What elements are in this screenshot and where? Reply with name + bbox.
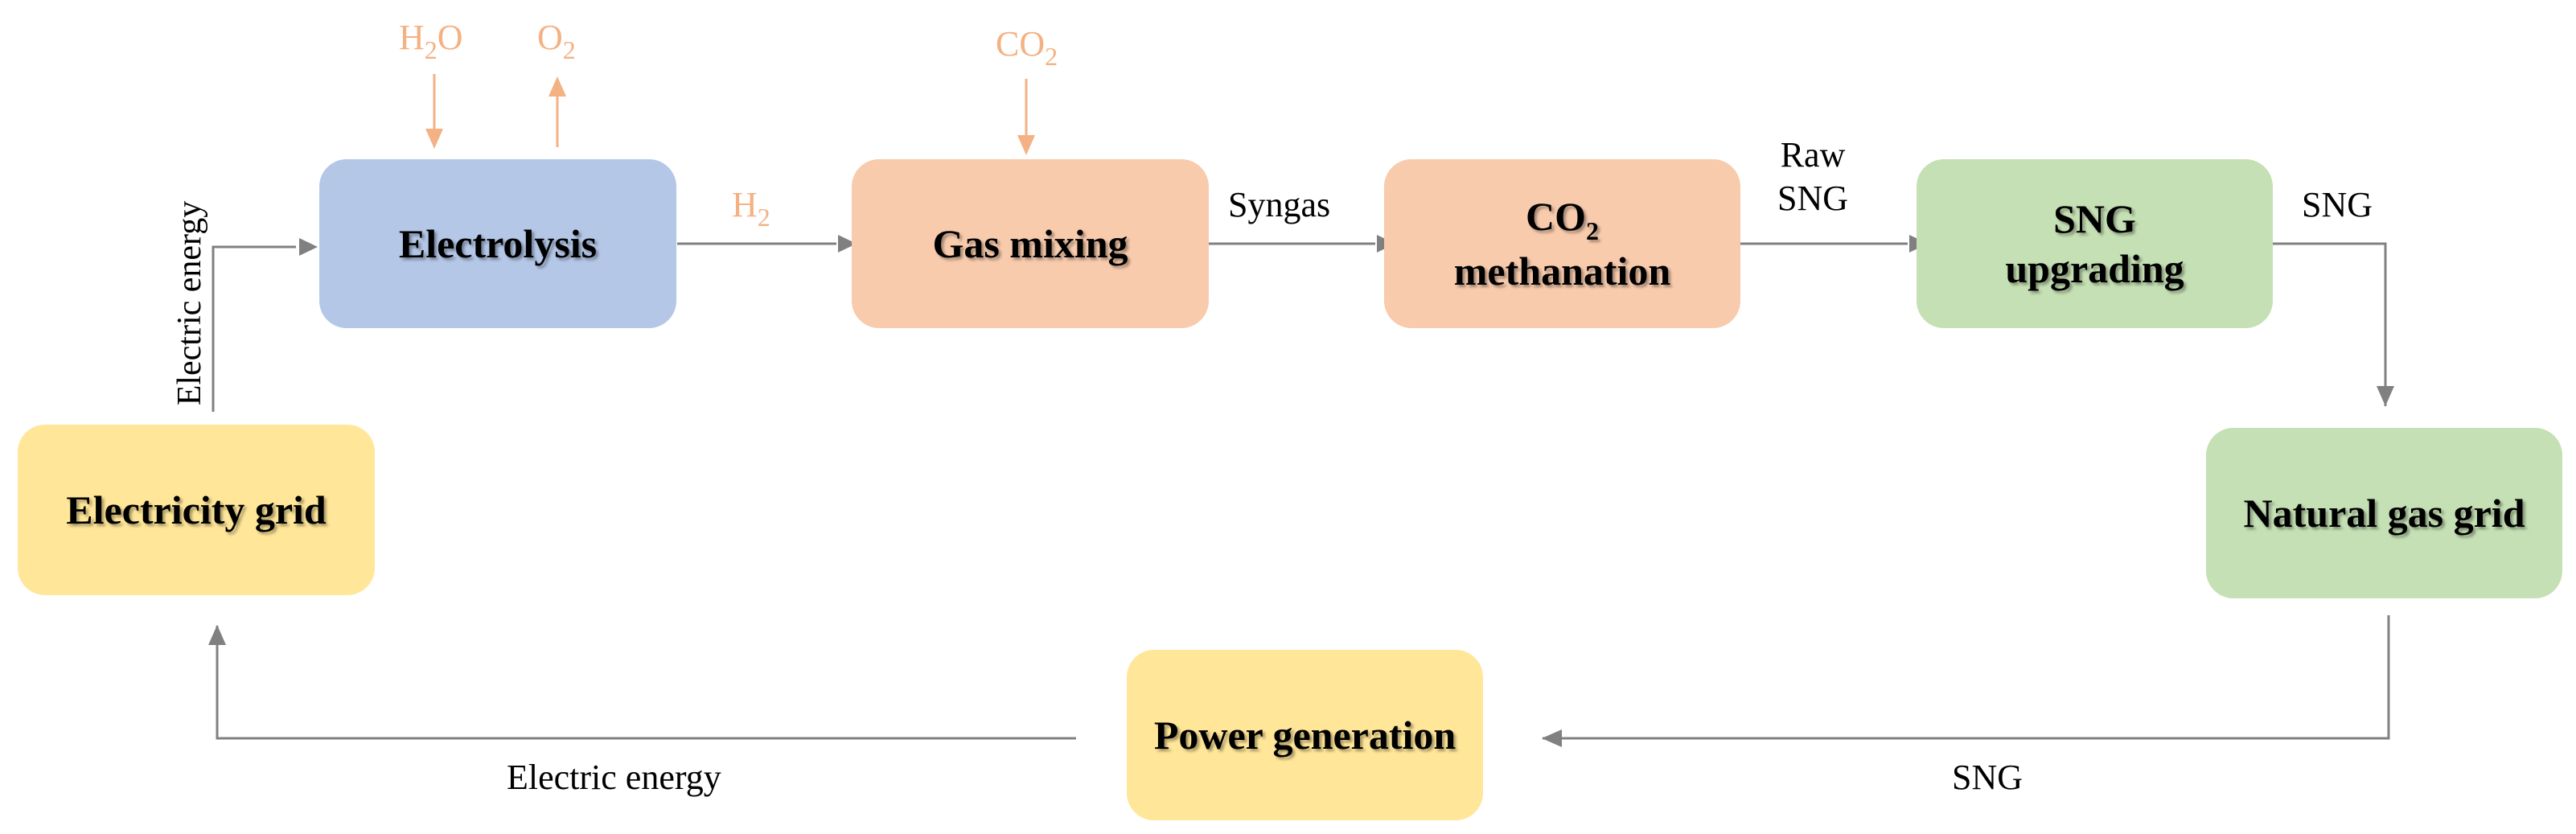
natural-gas-grid-box: Natural gas grid	[2206, 428, 2562, 598]
arrowhead-grid-in	[208, 625, 226, 645]
h2o-input-label: H2O	[399, 18, 463, 64]
arrow-natgasgrid-to-power	[1543, 615, 2390, 740]
arrow-grid-to-electrolysis	[212, 245, 296, 412]
syngas-flow-label: Syngas	[1228, 185, 1331, 224]
electric-energy-vertical-label: Electric energy	[171, 200, 208, 406]
arrowhead-co2	[1017, 135, 1035, 155]
arrow-upgrading-to-natgasgrid	[2273, 242, 2387, 406]
sng-upgrading-label-line1: SNG	[2053, 196, 2136, 241]
sng-upgrading-label-line2: upgrading	[2005, 246, 2184, 291]
raw-sng-flow-label: Raw SNG	[1777, 135, 1849, 218]
arrowhead-o2	[548, 76, 566, 97]
electrolysis-box: Electrolysis	[319, 159, 676, 328]
co2-methanation-label-line2: methanation	[1453, 249, 1671, 294]
co2-methanation-label-line1: CO2	[1526, 194, 1599, 245]
electric-energy-bottom-label: Electric energy	[507, 758, 721, 797]
gas-mixing-label: Gas mixing	[932, 221, 1128, 266]
co2-input-label: CO2	[996, 24, 1058, 71]
sng-upgrading-box: SNG upgrading	[1917, 159, 2273, 328]
electricity-grid-label: Electricity grid	[66, 487, 327, 532]
arrow-power-to-grid	[216, 626, 1076, 740]
electricity-grid-box: Electricity grid	[18, 425, 375, 595]
co2-methanation-box: CO2 methanation	[1384, 159, 1740, 328]
power-generation-box: Power generation	[1127, 650, 1483, 820]
arrowhead-natgasgrid-in	[2377, 386, 2394, 406]
sng-bottom-flow-label: SNG	[1952, 758, 2023, 797]
h2-flow-label: H2	[732, 185, 770, 232]
arrowhead-power-in	[1542, 729, 1562, 747]
electrolysis-label: Electrolysis	[398, 221, 598, 266]
o2-output-label: O2	[537, 18, 576, 64]
power-generation-label: Power generation	[1153, 713, 1456, 758]
natural-gas-grid-label: Natural gas grid	[2243, 491, 2525, 536]
arrowhead-gasmixing-in	[838, 235, 857, 253]
arrowhead-electrolysis-in	[299, 238, 318, 256]
gas-mixing-box: Gas mixing	[852, 159, 1209, 328]
arrowhead-h2o	[425, 129, 443, 149]
sng-top-flow-label: SNG	[2302, 185, 2373, 224]
